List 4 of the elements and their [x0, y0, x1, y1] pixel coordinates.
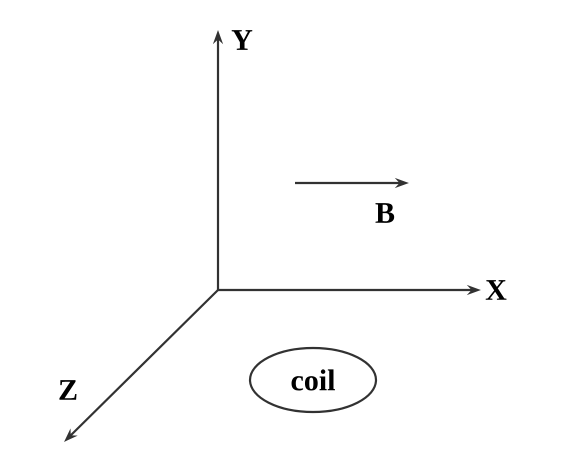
axis-label: Y	[232, 30, 252, 50]
axis-label: B	[376, 203, 394, 223]
axis-label: Z	[59, 380, 76, 400]
axis-label: X	[486, 280, 506, 300]
